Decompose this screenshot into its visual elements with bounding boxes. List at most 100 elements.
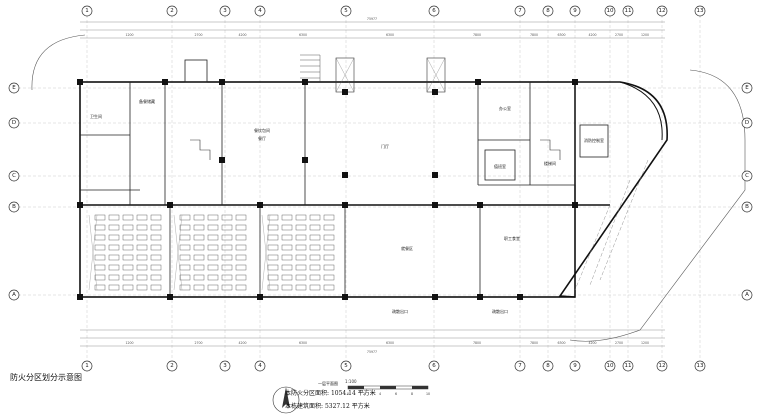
grid-bubble-label: 5 (344, 8, 348, 14)
room-kitchen-store: 备餐储藏 (139, 98, 155, 104)
grid-bubble-label: 12 (659, 8, 666, 14)
seat-table (193, 284, 205, 291)
grid-bubble-label: 3 (223, 8, 227, 14)
column (77, 79, 83, 85)
column (219, 79, 225, 85)
seat-table (309, 214, 321, 221)
seat-table (267, 264, 279, 271)
room-duty: 值班室 (494, 163, 506, 169)
grid-bubble-top-7: 7 (514, 5, 526, 17)
seat-table (94, 214, 106, 221)
grid-bubble-label: 11 (625, 363, 632, 369)
seat-table (295, 264, 307, 271)
seat-table (323, 224, 335, 231)
grid-bubble-label: 7 (518, 363, 522, 369)
seat-table (323, 214, 335, 221)
seat-table (221, 234, 233, 241)
seat-table (179, 264, 191, 271)
seat-table (136, 234, 148, 241)
seat-table (323, 234, 335, 241)
fire-zone-unit: 平方米 (357, 390, 376, 397)
bay-dimension: 7800 (530, 341, 538, 345)
grid-bubble-label: 2 (170, 8, 174, 14)
column (432, 294, 438, 300)
seat-table (179, 244, 191, 251)
seat-table (207, 214, 219, 221)
seat-table (309, 284, 321, 291)
seat-table (136, 244, 148, 251)
diagonal-fence (574, 159, 649, 291)
building-area-label: 本栋建筑面积: (285, 403, 324, 410)
seat-table (122, 254, 134, 261)
column (219, 157, 225, 163)
scale-tick-label: 8 (411, 392, 413, 396)
curved-entrance-wall (619, 81, 663, 141)
seat-table (323, 264, 335, 271)
grid-bubble-left-A: A (8, 289, 20, 301)
seat-table (207, 284, 219, 291)
grid-bubble-label: 10 (607, 8, 614, 14)
fire-zone-label: 本防火分区面积: (285, 390, 330, 397)
seat-table (108, 244, 120, 251)
column (342, 89, 348, 95)
bay-dimension: 2700 (615, 341, 623, 345)
grid-bubble-bottom-9: 9 (569, 360, 581, 372)
grid-bubble-label: 13 (697, 363, 704, 369)
seat-table (94, 254, 106, 261)
seat-table (281, 254, 293, 261)
grid-bubble-bottom-7: 7 (514, 360, 526, 372)
seat-table (136, 284, 148, 291)
seat-table (193, 234, 205, 241)
seat-table (235, 284, 247, 291)
seat-table (221, 274, 233, 281)
grid-bubble-label: 5 (344, 363, 348, 369)
column (167, 294, 173, 300)
column (342, 294, 348, 300)
seat-table (122, 264, 134, 271)
grid-bubble-label: 4 (258, 8, 262, 14)
grid-bubble-right-B: B (741, 201, 753, 213)
grid-bubble-left-E: E (8, 82, 20, 94)
grid-bubble-right-C: C (741, 170, 753, 182)
seat-table (108, 264, 120, 271)
seat-table (207, 274, 219, 281)
grid-bubble-top-11: 11 (622, 5, 634, 17)
seat-table (235, 214, 247, 221)
seat-table (295, 224, 307, 231)
seat-table (207, 254, 219, 261)
grid-bubble-label: 1 (85, 363, 89, 369)
seat-table (221, 224, 233, 231)
grid-bubble-label: 8 (546, 8, 550, 14)
grid-bubble-label: D (745, 120, 749, 126)
seat-table (136, 214, 148, 221)
bay-dimension: 6300 (557, 341, 565, 345)
column (167, 202, 173, 208)
room-office: 办公室 (499, 105, 511, 111)
seat-table (94, 264, 106, 271)
north-arrow-icon (272, 386, 300, 414)
grid-bubble-bottom-12: 12 (656, 360, 668, 372)
bay-dimension: 2700 (615, 33, 623, 37)
grid-bubble-bottom-10: 10 (604, 360, 616, 372)
legend-title: 防火分区划分示意图 (10, 373, 82, 382)
column (257, 294, 263, 300)
seat-table (221, 264, 233, 271)
grid-bubble-bottom-5: 5 (340, 360, 352, 372)
seat-table (193, 264, 205, 271)
grid-lines (18, 15, 740, 360)
seat-table (309, 234, 321, 241)
grid-bubble-bottom-8: 8 (542, 360, 554, 372)
grid-bubble-label: 6 (432, 8, 436, 14)
grid-bubble-top-9: 9 (569, 5, 581, 17)
grid-bubble-left-D: D (8, 117, 20, 129)
grid-bubble-label: C (745, 173, 749, 179)
exterior-walls (79, 81, 668, 298)
bay-dimension: 6300 (299, 341, 307, 345)
seat-table (295, 214, 307, 221)
bay-dimension: 4200 (588, 33, 596, 37)
